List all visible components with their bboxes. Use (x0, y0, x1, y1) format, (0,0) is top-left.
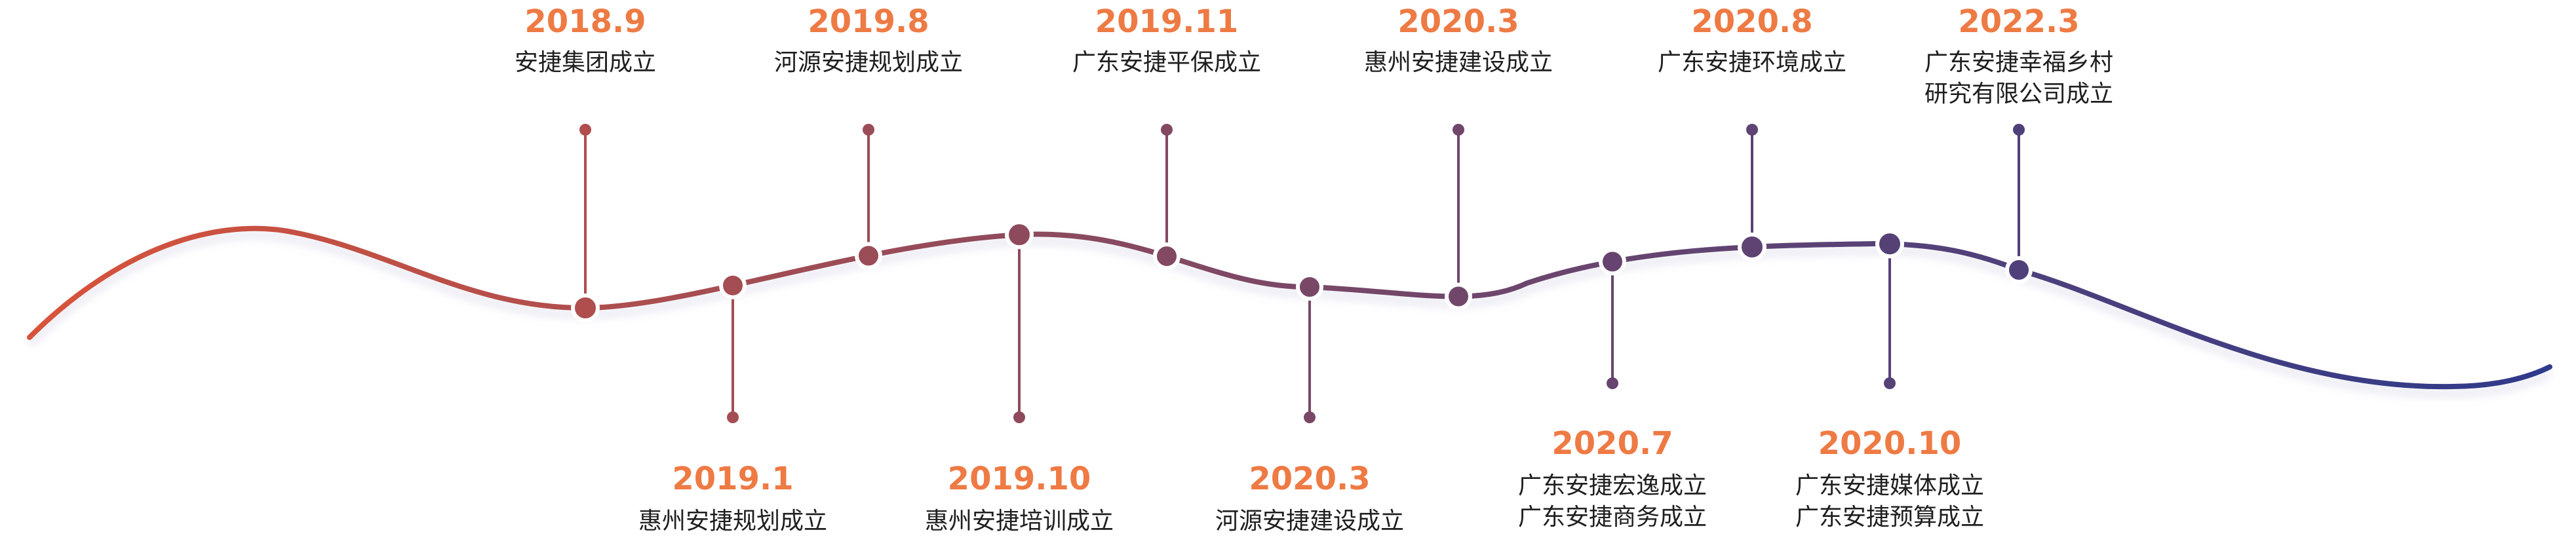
event-description: 广东安捷预算成立 (1795, 504, 1985, 531)
event-date: 2022.3 (1958, 3, 2080, 40)
event-label: 2020.7 广东安捷宏逸成立广东安捷商务成立 (1518, 425, 1707, 533)
event-node (1296, 273, 1323, 301)
event-date: 2020.7 (1551, 425, 1673, 462)
event-stem-dot (1304, 411, 1316, 423)
event-description: 惠州安捷建设成立 (1363, 49, 1553, 76)
event-description: 广东安捷环境成立 (1657, 49, 1847, 76)
event-node (571, 293, 600, 322)
event-label: 2018.9 安捷集团成立 (515, 3, 656, 79)
event-node (2005, 256, 2033, 284)
event-date: 2020.8 (1691, 3, 1813, 40)
event-node (1875, 229, 1904, 259)
event-node (855, 242, 882, 270)
event-stem-dot (1607, 377, 1618, 389)
event-date: 2018.9 (524, 3, 646, 40)
event-date: 2020.10 (1818, 425, 1962, 462)
event-stem-dot (1161, 124, 1173, 136)
event-description: 广东安捷宏逸成立 (1517, 472, 1708, 499)
event-description: 惠州安捷培训成立 (924, 508, 1114, 535)
event-description: 河源安捷建设成立 (1215, 508, 1405, 535)
event-date: 2020.3 (1397, 3, 1519, 40)
event-description: 广东安捷商务成立 (1517, 504, 1708, 531)
event-label: 2022.3 广东安捷幸福乡村研究有限公司成立 (1924, 3, 2113, 110)
event-label: 2019.1 惠州安捷规划成立 (638, 460, 827, 537)
event-stem-dot (1013, 411, 1025, 423)
event-stem-dot (579, 124, 591, 136)
timeline-curve (27, 225, 2552, 390)
event-stem-dot (2013, 124, 2025, 136)
event-description: 广东安捷媒体成立 (1795, 472, 1985, 499)
event-description: 广东安捷平保成立 (1072, 49, 1262, 76)
event-stem-dot (1746, 124, 1758, 136)
event-description: 安捷集团成立 (514, 49, 657, 76)
event-label: 2019.8 河源安捷规划成立 (774, 3, 963, 79)
timeline-curve-shadow (26, 230, 2552, 398)
event-label: 2020.10 广东安捷媒体成立广东安捷预算成立 (1795, 425, 1984, 533)
event-description: 研究有限公司成立 (1924, 81, 2114, 107)
event-date: 2019.1 (672, 461, 794, 497)
event-label: 2020.3 河源安捷建设成立 (1215, 460, 1404, 537)
event-node (1445, 282, 1472, 311)
event-node (1738, 232, 1766, 261)
event-stem-dot (1453, 124, 1464, 136)
event-date: 2019.11 (1095, 3, 1239, 40)
event-node (1599, 248, 1626, 276)
event-label: 2020.8 广东安捷环境成立 (1658, 3, 1846, 79)
event-stem-dot (1884, 377, 1896, 389)
event-node (1153, 242, 1181, 271)
event-node (719, 271, 747, 299)
event-date: 2019.8 (808, 3, 929, 40)
event-description: 惠州安捷规划成立 (638, 508, 828, 535)
event-label: 2020.3 惠州安捷建设成立 (1364, 3, 1553, 79)
event-description: 广东安捷幸福乡村 (1924, 49, 2114, 76)
event-stem-dot (863, 124, 874, 136)
event-label: 2019.11 广东安捷平保成立 (1072, 3, 1261, 79)
event-date: 2020.3 (1249, 461, 1371, 497)
event-description: 河源安捷规划成立 (773, 49, 964, 76)
event-date: 2019.10 (947, 461, 1091, 497)
event-stem-dot (727, 411, 739, 423)
event-node (1005, 220, 1034, 250)
event-label: 2019.10 惠州安捷培训成立 (925, 460, 1114, 537)
